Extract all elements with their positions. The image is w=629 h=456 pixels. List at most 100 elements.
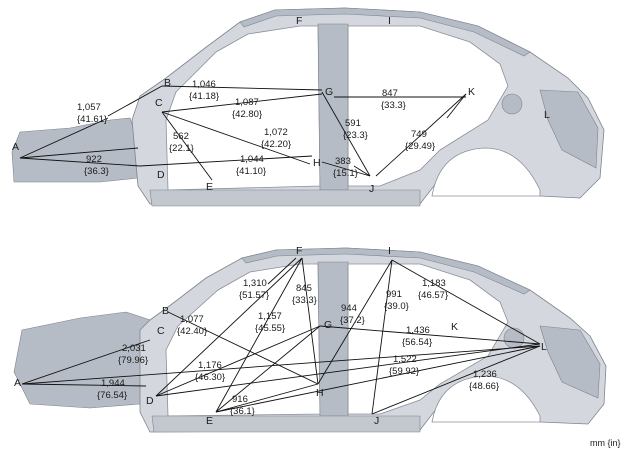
dimension-label: 2,031 {79.96} — [118, 343, 148, 366]
svg-text:562: 562 — [173, 131, 189, 142]
svg-text:1,236: 1,236 — [473, 369, 497, 380]
dimension-label: 922 {36.3} — [84, 154, 109, 177]
point-label: K — [451, 321, 458, 333]
svg-text:{42.80}: {42.80} — [232, 109, 262, 120]
point-label: L — [544, 109, 550, 121]
svg-text:{33.3}: {33.3} — [381, 100, 406, 111]
svg-text:1,522: 1,522 — [393, 354, 417, 365]
lower-point-labels: A B C D E F G H I J K L — [14, 245, 547, 427]
svg-text:{29.49}: {29.49} — [405, 141, 435, 152]
lower-figure: A B C D E F G H I J K L 1,310 {51.57} 84… — [13, 245, 607, 433]
svg-text:{41.10}: {41.10} — [236, 166, 266, 177]
point-label: C — [155, 97, 163, 109]
svg-text:1,183: 1,183 — [422, 278, 446, 289]
point-label: L — [541, 341, 547, 353]
svg-text:{23.3}: {23.3} — [343, 130, 368, 141]
svg-text:1,072: 1,072 — [264, 127, 288, 138]
upper-dimension-lines — [19, 85, 467, 181]
dimension-label: 1,087 {42.80} — [232, 97, 262, 120]
svg-text:{42.40}: {42.40} — [177, 326, 207, 337]
dimension-label: 991 {39.0} — [384, 289, 409, 312]
point-label: A — [14, 377, 21, 389]
svg-text:{46.57}: {46.57} — [418, 290, 448, 301]
svg-text:991: 991 — [386, 289, 402, 300]
svg-text:{36.3}: {36.3} — [84, 166, 109, 177]
svg-text:1,077: 1,077 — [180, 314, 204, 325]
dimension-label: 845 {33.3} — [292, 283, 317, 306]
dimension-label: 1,046 {41.18} — [189, 79, 219, 102]
svg-text:{48.66}: {48.66} — [469, 381, 499, 392]
svg-text:591: 591 — [345, 118, 361, 129]
point-label: H — [316, 387, 324, 399]
svg-text:{33.3}: {33.3} — [292, 295, 317, 306]
svg-text:{46.30}: {46.30} — [195, 372, 225, 383]
svg-text:916: 916 — [232, 394, 248, 405]
point-label: J — [369, 183, 374, 195]
dimension-label: 383 {15.1} — [333, 156, 358, 179]
svg-text:1,176: 1,176 — [198, 360, 222, 371]
svg-text:{51.57}: {51.57} — [239, 290, 269, 301]
point-label: A — [12, 141, 19, 153]
point-label: G — [324, 319, 332, 331]
svg-text:{42.20}: {42.20} — [261, 139, 291, 150]
svg-text:944: 944 — [341, 303, 357, 314]
upper-figure: A B C D E F G H I J K L 1,057 {41.61} 1,… — [11, 7, 605, 207]
svg-text:845: 845 — [296, 283, 312, 294]
svg-text:{36.1}: {36.1} — [230, 406, 255, 417]
svg-text:{76.54}: {76.54} — [97, 390, 127, 401]
svg-text:383: 383 — [335, 156, 351, 167]
lower-dimension-lines — [21, 257, 541, 415]
point-label: C — [157, 325, 165, 337]
point-label: B — [162, 305, 169, 317]
svg-text:{41.18}: {41.18} — [189, 91, 219, 102]
point-label: F — [296, 15, 302, 27]
dimension-label: 1,057 {41.61} — [77, 102, 107, 125]
svg-text:1,436: 1,436 — [406, 325, 430, 336]
dimension-label: 944 {37.2} — [340, 303, 365, 326]
svg-text:{41.61}: {41.61} — [77, 114, 107, 125]
dimension-label: 749 {29.49} — [405, 129, 435, 152]
svg-text:1,046: 1,046 — [192, 79, 216, 90]
dimension-label: 591 {23.3} — [343, 118, 368, 141]
svg-text:1,310: 1,310 — [243, 278, 267, 289]
point-label: I — [388, 245, 391, 257]
svg-text:1,044: 1,044 — [240, 154, 264, 165]
upper-point-labels: A B C D E F G H I J K L — [12, 15, 550, 195]
dimension-label: 1,236 {48.66} — [469, 369, 499, 392]
svg-text:{15.1}: {15.1} — [333, 168, 358, 179]
dimension-label: 1,176 {46.30} — [195, 360, 225, 383]
svg-text:749: 749 — [411, 129, 427, 140]
svg-text:847: 847 — [382, 88, 398, 99]
point-label: K — [468, 86, 475, 98]
point-label: D — [157, 169, 165, 181]
dimension-label: 1,310 {51.57} — [239, 278, 269, 301]
point-label: E — [206, 415, 213, 427]
dimension-label: 847 {33.3} — [381, 88, 406, 111]
units-legend: mm {in} — [590, 438, 621, 448]
point-label: D — [146, 395, 154, 407]
svg-text:{22.1}: {22.1} — [169, 143, 194, 154]
svg-text:{59.92}: {59.92} — [389, 366, 419, 377]
lower-dimension-labels: 1,310 {51.57} 845 {33.3} 1,077 {42.40} 1… — [97, 278, 499, 417]
dimension-label: 1,522 {59.92} — [389, 354, 419, 377]
svg-text:2,031: 2,031 — [122, 343, 146, 354]
dimension-label: 1,436 {56.54} — [402, 325, 432, 348]
point-label: J — [374, 415, 379, 427]
point-label: F — [296, 245, 302, 257]
svg-text:1,157: 1,157 — [258, 311, 282, 322]
svg-text:1,087: 1,087 — [235, 97, 259, 108]
dimension-label: 1,157 {45.55} — [255, 311, 285, 334]
svg-text:{39.0}: {39.0} — [384, 301, 409, 312]
dimension-label: 1,077 {42.40} — [177, 314, 207, 337]
svg-text:{45.55}: {45.55} — [255, 323, 285, 334]
dimension-label: 1,944 {76.54} — [97, 378, 127, 401]
point-label: B — [164, 77, 171, 89]
svg-text:{79.96}: {79.96} — [118, 355, 148, 366]
svg-text:922: 922 — [86, 154, 102, 165]
dimension-label: 1,044 {41.10} — [236, 154, 266, 177]
point-label: G — [325, 86, 333, 98]
dimension-label: 1,072 {42.20} — [261, 127, 291, 150]
dimension-label: 1,183 {46.57} — [418, 278, 448, 301]
upper-dimension-labels: 1,057 {41.61} 1,046 {41.18} 1,087 {42.80… — [77, 79, 435, 179]
